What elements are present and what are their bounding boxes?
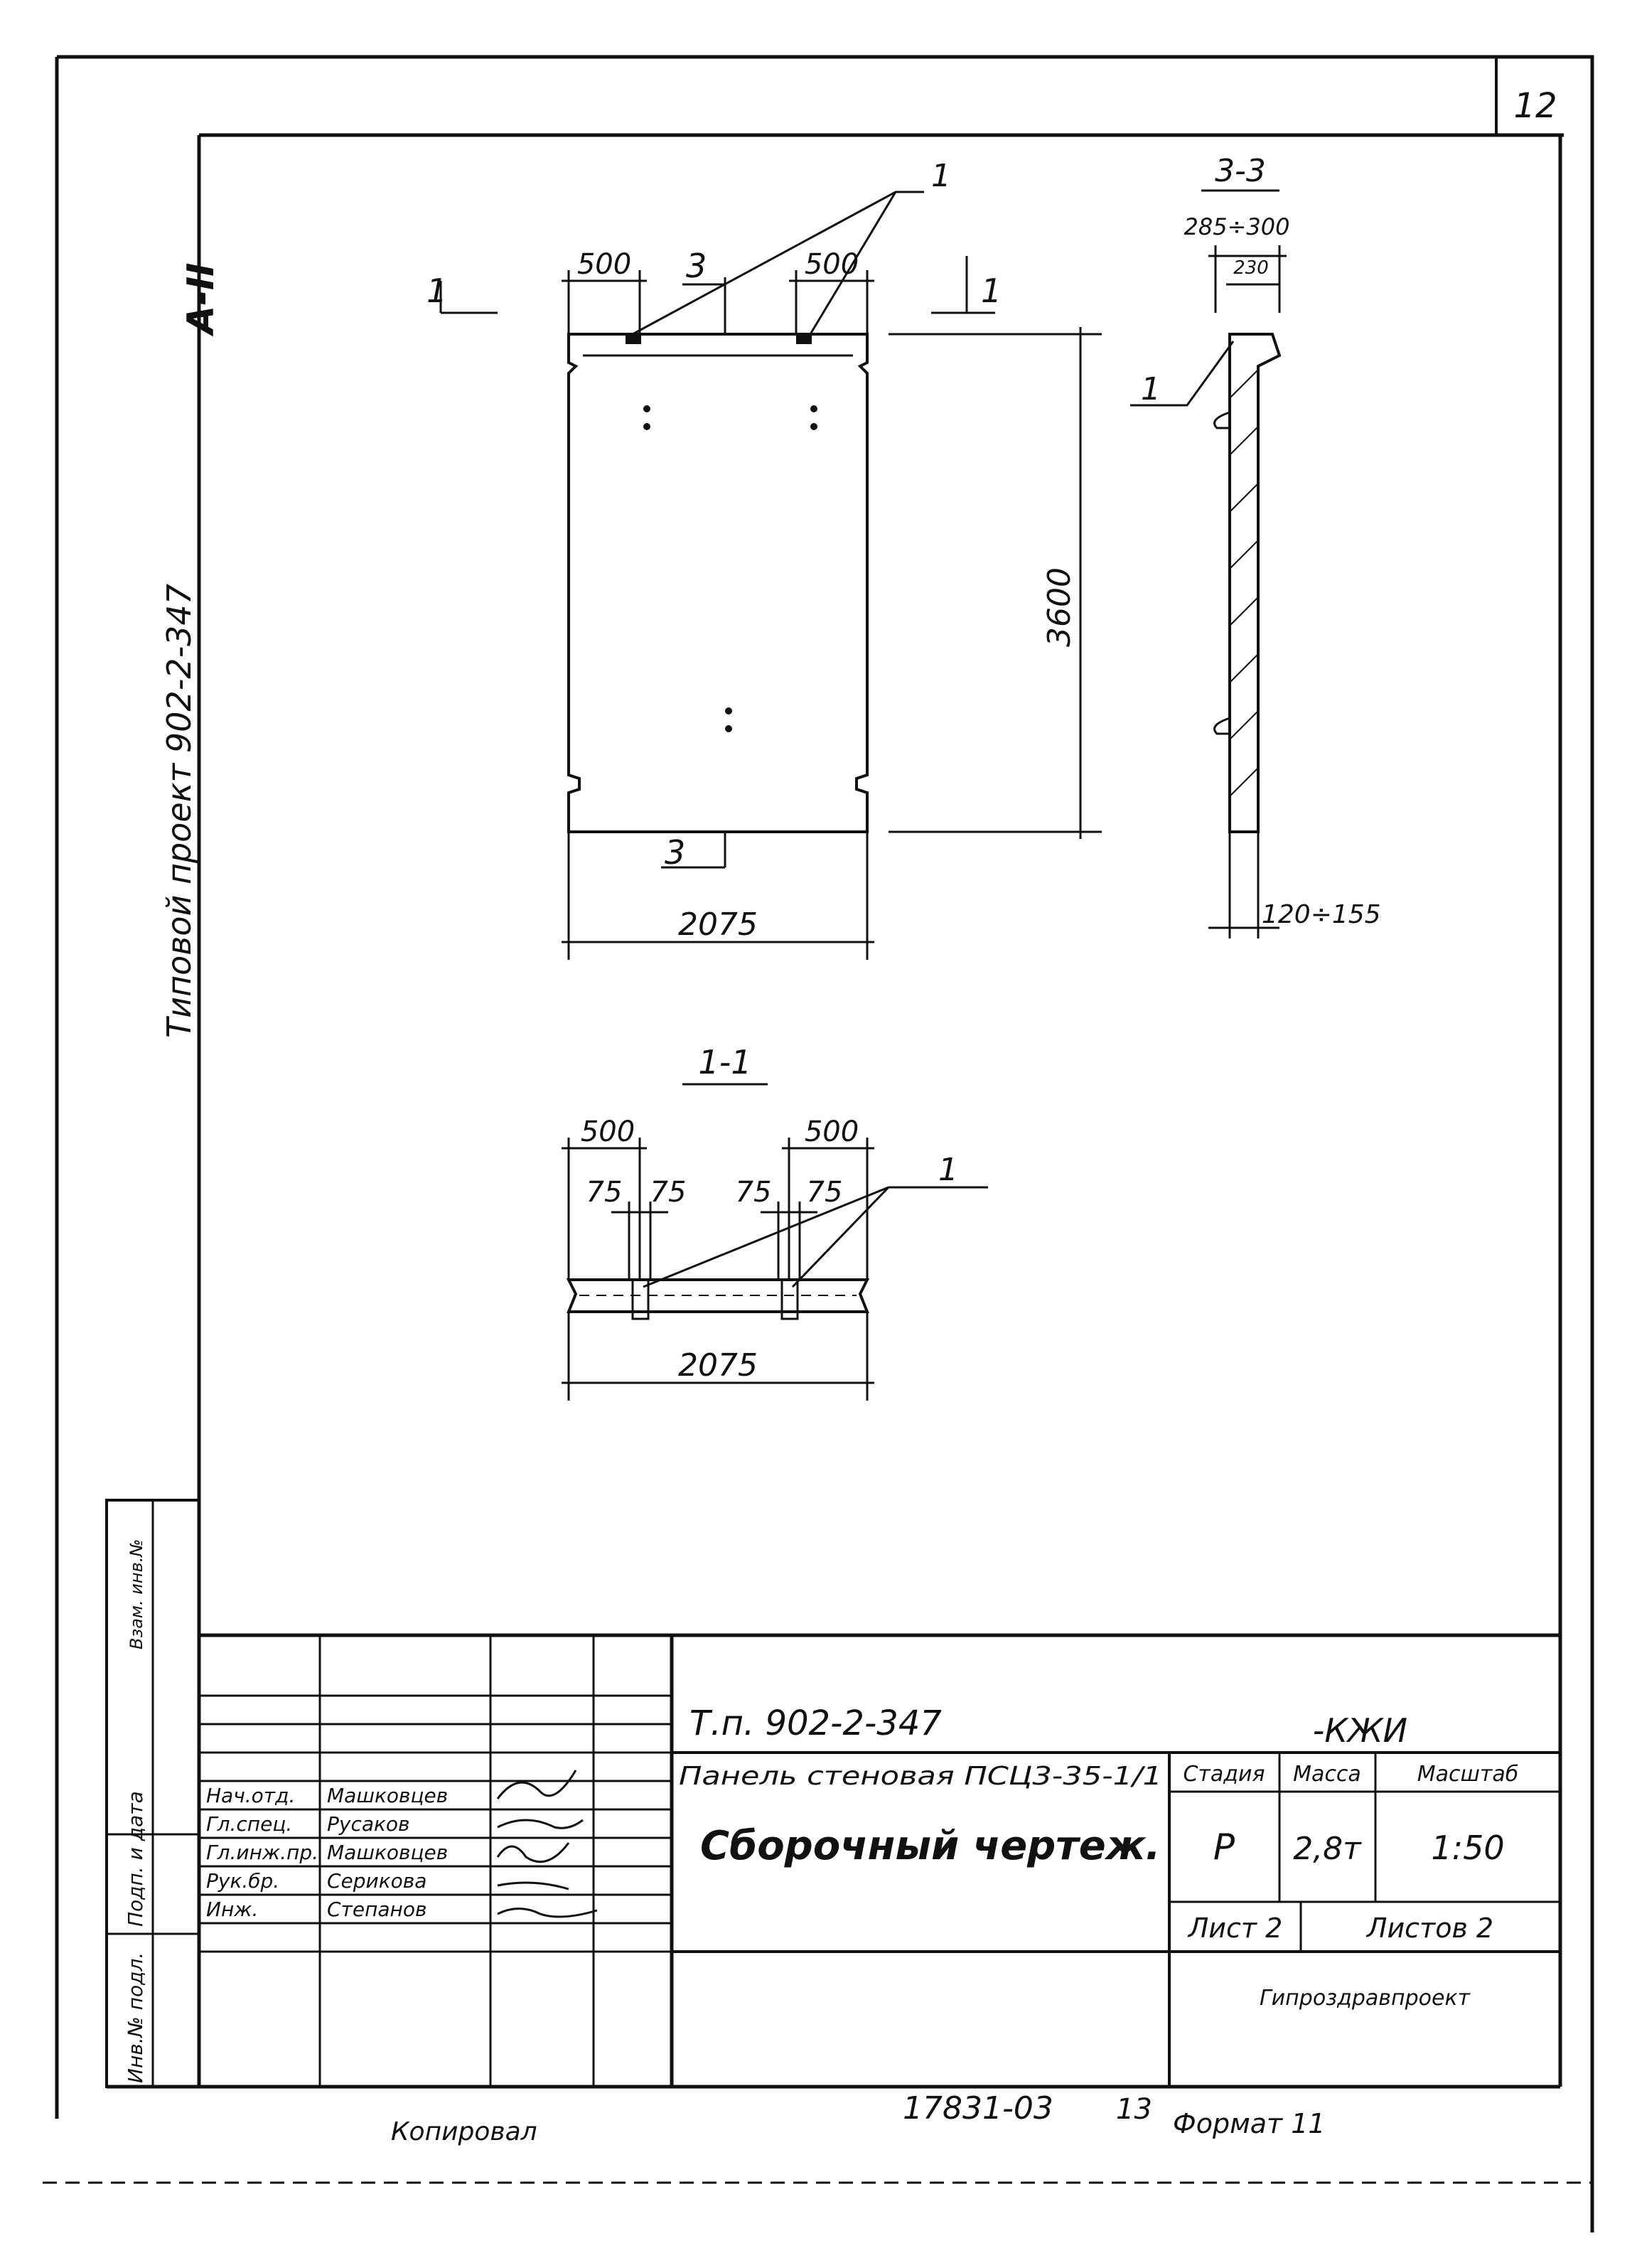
tb-stage: Р [1213,1826,1235,1868]
sig-role-5: Инж. [206,1898,258,1921]
sig-name-1: Машковцев [327,1784,448,1807]
dim-1-1-500-right: 500 [805,1116,859,1148]
tb-organization: Гипроздравпроект [1260,1986,1471,2011]
dim-3-3-top-inner: 230 [1233,257,1269,279]
title-block: Т.п. 902-2-347 -КЖИ Панель стеновая ПСЦ3… [199,1633,1560,2087]
hatch-3-3 [1229,369,1259,797]
footer-inventory: 17831-03 [903,2090,1053,2127]
tb-project-code: Т.п. 902-2-347 [689,1703,942,1743]
leader-1-1-label: 1 [938,1152,958,1188]
footer-sheet-num: 13 [1116,2093,1152,2126]
tb-col-mass: Масса [1293,1762,1361,1787]
stamp-label-replace: Взам. инв.№ [127,1539,146,1649]
section-mark-3-top: 3 [686,247,707,285]
tb-item-title: Панель стеновая ПСЦ3-35-1/1 [679,1762,1162,1791]
section-mark-1-left: 1 [426,272,447,310]
footer-format: Формат 11 [1173,2108,1326,2139]
tb-mass: 2,8т [1293,1831,1362,1867]
sig-role-1: Нач.отд. [206,1784,295,1807]
stamp-label-inv: Инв.№ подл. [124,1952,147,2083]
sheet-number-box: 12 [1495,57,1557,135]
section-1-1: 1-1 500 500 75 75 75 7 [562,1043,988,1401]
album-mark: А-II [180,262,222,337]
section-mark-3-bottom: 3 [665,833,685,872]
dim-elev-500-right: 500 [805,248,859,281]
tb-doc-mark: -КЖИ [1313,1711,1407,1750]
section-mark-1-right: 1 [981,272,1002,310]
tb-sheet: Лист 2 [1187,1913,1283,1944]
section-1-1-title: 1-1 [698,1043,751,1081]
tb-col-stage: Стадия [1183,1762,1265,1787]
lifting-loops-elev [626,334,817,732]
sig-name-4: Серикова [327,1869,426,1893]
dim-1-1-2075: 2075 [678,1347,758,1384]
section-3-3: 3-3 285÷300 230 1 120÷15 [1130,153,1381,938]
sig-name-3: Машковцев [327,1841,448,1864]
leader-3-3-label: 1 [1141,371,1161,407]
section-3-3-title: 3-3 [1215,153,1266,189]
tb-scale: 1:50 [1431,1829,1504,1867]
handwritten-signatures [496,1770,598,1918]
dim-1-1-75-a: 75 [586,1176,623,1209]
outer-frame [43,55,1594,2232]
tb-drawing-title: Сборочный чертеж. [700,1823,1161,1869]
sig-role-4: Рук.бр. [206,1869,279,1893]
dim-1-1-500-left: 500 [581,1116,635,1148]
dim-elev-500-left: 500 [577,248,631,281]
inner-frame [107,133,1564,2089]
footer: Копировал 17831-03 13 Формат 11 [391,2090,1326,2146]
dim-3-3-top: 285÷300 [1184,213,1290,240]
sig-role-2: Гл.спец. [206,1812,292,1836]
tb-sheets: Листов 2 [1365,1913,1493,1944]
stamp-label-sign: Подп. и дата [124,1791,147,1927]
sig-name-2: Русаков [327,1812,410,1836]
leader-elev-label: 1 [931,158,951,194]
dim-1-1-75-b: 75 [650,1176,687,1209]
sheet-number: 12 [1513,86,1557,126]
dim-3-3-bottom: 120÷155 [1262,900,1381,929]
margin-stamp: Инв.№ подл. Подп. и дата Взам. инв.№ [105,1499,200,2088]
panel-elevation: 500 500 3600 2075 1 3 3 1 1 [426,158,1102,960]
dim-1-1-75-c: 75 [736,1176,772,1209]
dim-elev-2075: 2075 [678,906,758,943]
dim-1-1-75-d: 75 [807,1176,843,1209]
sig-role-3: Гл.инж.пр. [206,1841,318,1864]
project-vertical-label: Типовой проект 902-2-347 [160,584,198,1038]
footer-copied: Копировал [391,2117,537,2146]
tb-col-scale: Масштаб [1417,1762,1519,1787]
sig-name-5: Степанов [327,1898,427,1921]
dim-elev-3600: 3600 [1041,567,1078,647]
